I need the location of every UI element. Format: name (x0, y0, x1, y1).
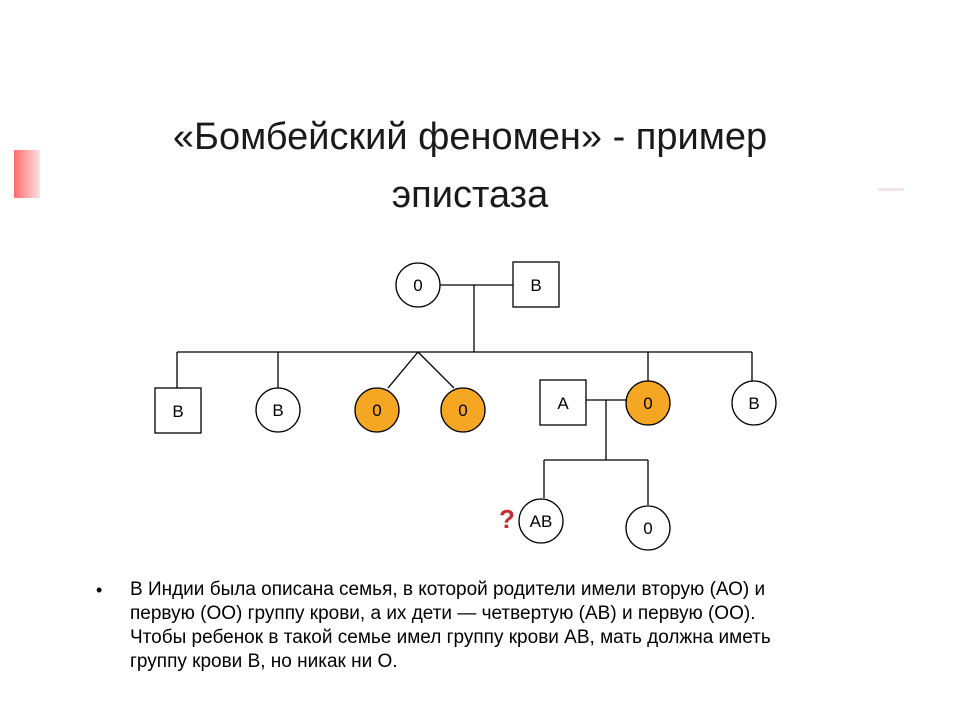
node-label: 0 (643, 519, 652, 538)
pedigree-node-g2-son: B (154, 387, 202, 434)
slide-title-line1: «Бомбейский феномен» - пример (172, 116, 768, 158)
pedigree-node-g3-child-2: 0 (625, 505, 671, 551)
twin-line-1 (387, 351, 419, 389)
bullet-item: • В Индии была описана семья, в которой … (96, 578, 796, 674)
affected-female-circle-icon (354, 387, 400, 433)
node-label: 0 (372, 401, 381, 420)
node-label: 0 (413, 276, 422, 295)
node-label: B (530, 276, 541, 295)
female-circle-icon (255, 387, 301, 433)
pedigree-node-g1-mother: 0 (395, 262, 441, 308)
node-label: 0 (643, 394, 652, 413)
node-label: 0 (458, 401, 467, 420)
pedigree-node-g2-daughter-1: B (255, 387, 301, 433)
pedigree-lines (176, 284, 753, 505)
male-square-icon (512, 261, 560, 308)
node-label: B (272, 401, 283, 420)
female-circle-icon (625, 505, 671, 551)
female-circle-icon (731, 380, 777, 426)
bullet-dot-icon: • (96, 580, 103, 600)
male-square-icon (539, 379, 587, 426)
node-label: B (748, 394, 759, 413)
node-label: B (172, 402, 183, 421)
decorative-accent-dash (878, 188, 904, 191)
node-label: A (557, 394, 569, 413)
pedigree-node-g2-twin-1: 0 (354, 387, 400, 433)
affected-female-circle-icon (440, 387, 486, 433)
pedigree-node-g2-husband: A (539, 379, 587, 426)
node-label: AB (530, 512, 553, 531)
bullet-text: В Индии была описана семья, в которой ро… (130, 579, 771, 672)
unknown-question-mark: ? (499, 504, 515, 534)
female-circle-icon (395, 262, 441, 308)
female-circle-icon (518, 498, 564, 544)
pedigree-node-g2-daughter-3: 0 (625, 380, 671, 426)
slide-title-line2: эпистаза (391, 174, 549, 216)
pedigree-node-g2-twin-2: 0 (440, 387, 486, 433)
affected-female-circle-icon (625, 380, 671, 426)
decorative-accent-bar (14, 150, 40, 198)
twin-line-2 (417, 351, 455, 389)
pedigree-node-g1-father: B (512, 261, 560, 308)
male-square-icon (154, 387, 202, 434)
slide-title: «Бомбейский феномен» - пример эпистаза (60, 108, 880, 224)
pedigree-node-g3-child-1: AB ? (499, 498, 564, 544)
pedigree-node-g2-daughter-4: B (731, 380, 777, 426)
